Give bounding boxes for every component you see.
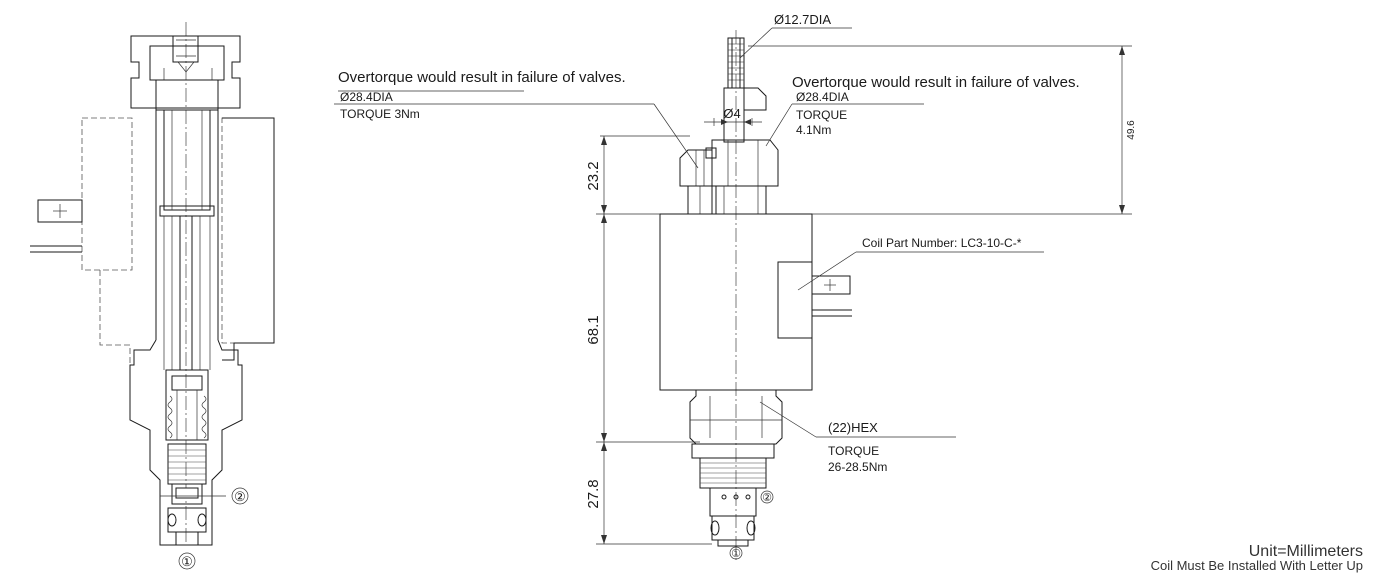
dim-knob-dia: Ø12.7DIA [774, 12, 831, 27]
dim-cartridge-height: 27.8 [585, 479, 602, 508]
hex-torque-label: TORQUE [828, 444, 879, 458]
dim-coil-height: 68.1 [585, 315, 602, 344]
hex-torque-value: 26-28.5Nm [828, 460, 887, 474]
coil-part-number: Coil Part Number: LC3-10-C-* [862, 236, 1022, 250]
section-view: ② ① [30, 22, 275, 570]
coil-install-note: Coil Must Be Installed With Letter Up [1150, 558, 1363, 573]
dim-overall-top: 49.6 [1126, 120, 1137, 140]
left-dia-label: Ø28.4DIA [340, 90, 393, 104]
right-torque-value: 4.1Nm [796, 123, 831, 137]
external-port-1-label: ① [731, 548, 741, 560]
dim-top-height: 23.2 [585, 161, 602, 190]
right-dia-label: Ø28.4DIA [796, 90, 849, 104]
right-overtorque-warning: Overtorque would result in failure of va… [792, 74, 1080, 91]
dim-stem-dia: Ø4 [723, 106, 740, 121]
hex-label: (22)HEX [828, 420, 878, 435]
left-overtorque-warning: Overtorque would result in failure of va… [338, 69, 626, 86]
external-port-2-label: ② [762, 492, 772, 504]
external-view: ② ① 23.2 68.1 27.8 49.6 [334, 12, 1137, 560]
section-port-1-label: ① [181, 554, 193, 569]
right-torque-label: TORQUE [796, 108, 847, 122]
left-torque-label: TORQUE 3Nm [340, 107, 420, 121]
section-port-2-label: ② [234, 489, 246, 504]
unit-note: Unit=Millimeters [1248, 543, 1363, 560]
